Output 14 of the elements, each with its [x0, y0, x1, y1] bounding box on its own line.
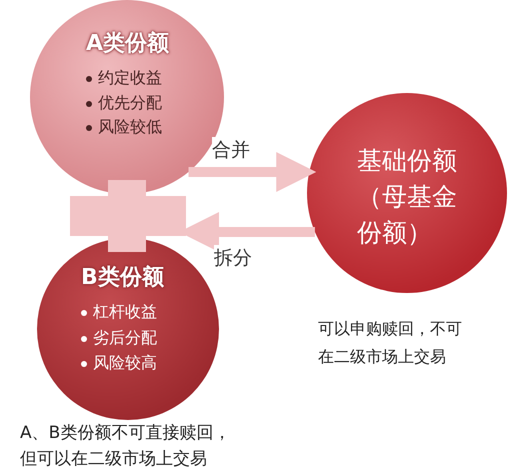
heading: A类份额 [86, 30, 170, 58]
list-item: 优先分配 [98, 93, 162, 114]
node-text: 基础份额（母基金份额） [357, 145, 458, 249]
list-item: 杠杆收益 [93, 302, 157, 323]
note-text: A、B类份额不可直接赎回，但可以在二级市场上交易 [20, 422, 232, 471]
note-text: 可以申购赎回，不可在二级市场上交易 [318, 318, 463, 368]
list-item: 风险较低 [98, 117, 162, 138]
list-item: 风险较高 [93, 353, 157, 374]
list-item: 约定收益 [98, 68, 162, 89]
arrow [188, 152, 316, 192]
list-item: 劣后分配 [93, 328, 157, 349]
heading: B类份额 [81, 264, 164, 292]
plus-sign [70, 180, 186, 252]
circle-node [307, 93, 507, 293]
